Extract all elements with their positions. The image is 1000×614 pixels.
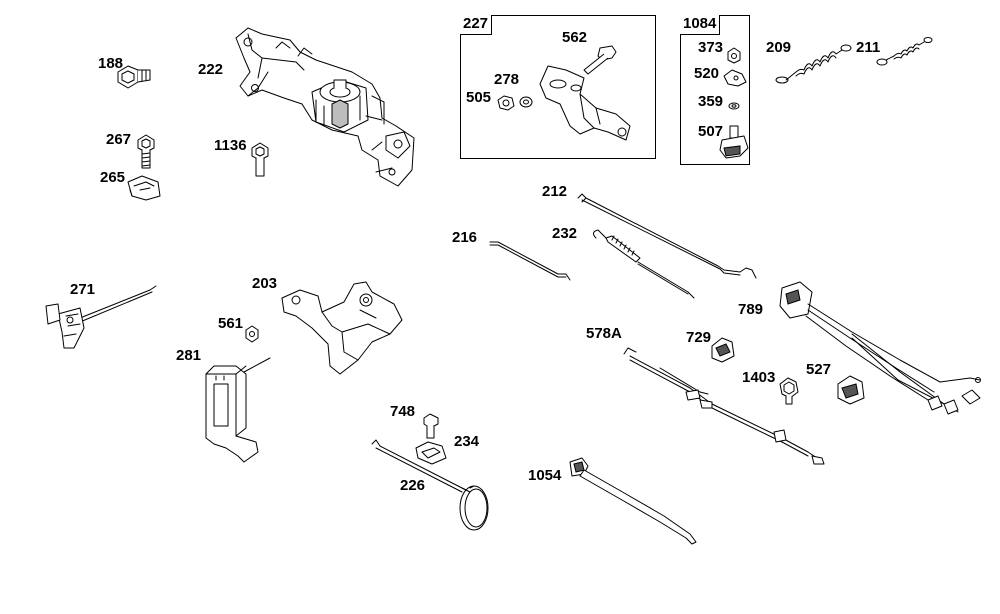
label-373: 373 [698, 39, 724, 56]
part-267-screw [137, 134, 155, 169]
label-729: 729 [686, 329, 712, 346]
label-561: 561 [218, 315, 244, 332]
label-359: 359 [698, 93, 724, 110]
part-232-spring-rod [592, 229, 695, 299]
part-1054-cable-tie [569, 457, 697, 545]
part-789-harness [779, 281, 981, 415]
group-box-1084: 1084 [680, 15, 750, 165]
label-188: 188 [98, 55, 124, 72]
label-520: 520 [694, 65, 720, 82]
label-232: 232 [552, 225, 578, 242]
label-1403: 1403 [742, 369, 776, 386]
group-box-227: 227 [460, 15, 656, 159]
label-203: 203 [252, 275, 278, 292]
part-578A-cable [623, 347, 825, 465]
label-281: 281 [176, 347, 202, 364]
part-1403-bolt [779, 377, 799, 405]
part-729-clip [711, 337, 735, 363]
part-373-nut [727, 47, 741, 64]
label-527: 527 [806, 361, 832, 378]
part-520-clip [723, 69, 747, 87]
part-188-bolt [117, 65, 151, 89]
label-562: 562 [562, 29, 588, 46]
part-234-clip [415, 441, 447, 465]
label-1136: 1136 [214, 137, 247, 154]
part-748-screw [423, 413, 439, 439]
label-212: 212 [542, 183, 568, 200]
label-748: 748 [390, 403, 416, 420]
part-227-bracket [539, 65, 631, 141]
group-label-227: 227 [460, 15, 493, 35]
part-527-clip [837, 375, 865, 405]
label-234: 234 [454, 433, 480, 450]
part-561-nut [245, 325, 259, 343]
label-271: 271 [70, 281, 96, 298]
part-359-washer [728, 102, 740, 110]
label-278: 278 [494, 71, 520, 88]
label-505: 505 [466, 89, 492, 106]
group-label-1084: 1084 [680, 15, 721, 35]
part-562-bolt [583, 45, 617, 75]
part-505-nut [497, 95, 515, 111]
part-507-switch [719, 125, 749, 159]
part-209-spring [775, 44, 852, 84]
part-1136-screw [251, 142, 269, 177]
part-222-bracket [235, 27, 415, 187]
part-281-bracket [205, 357, 271, 463]
part-211-spring [876, 37, 933, 66]
label-222: 222 [198, 61, 224, 78]
label-1054: 1054 [528, 467, 562, 484]
part-203-bracket [281, 281, 403, 375]
label-265: 265 [100, 169, 126, 186]
label-267: 267 [106, 131, 132, 148]
part-216-rod [489, 241, 571, 281]
part-226-rod [371, 439, 489, 531]
label-216: 216 [452, 229, 478, 246]
label-209: 209 [766, 39, 792, 56]
label-578A: 578A [586, 325, 622, 342]
part-271-cable [45, 285, 157, 349]
part-278-washer [519, 96, 533, 108]
part-265-clip [127, 175, 161, 201]
label-211: 211 [856, 39, 881, 56]
label-507: 507 [698, 123, 724, 140]
label-789: 789 [738, 301, 764, 318]
part-212-rod [577, 193, 757, 279]
label-226: 226 [400, 477, 426, 494]
